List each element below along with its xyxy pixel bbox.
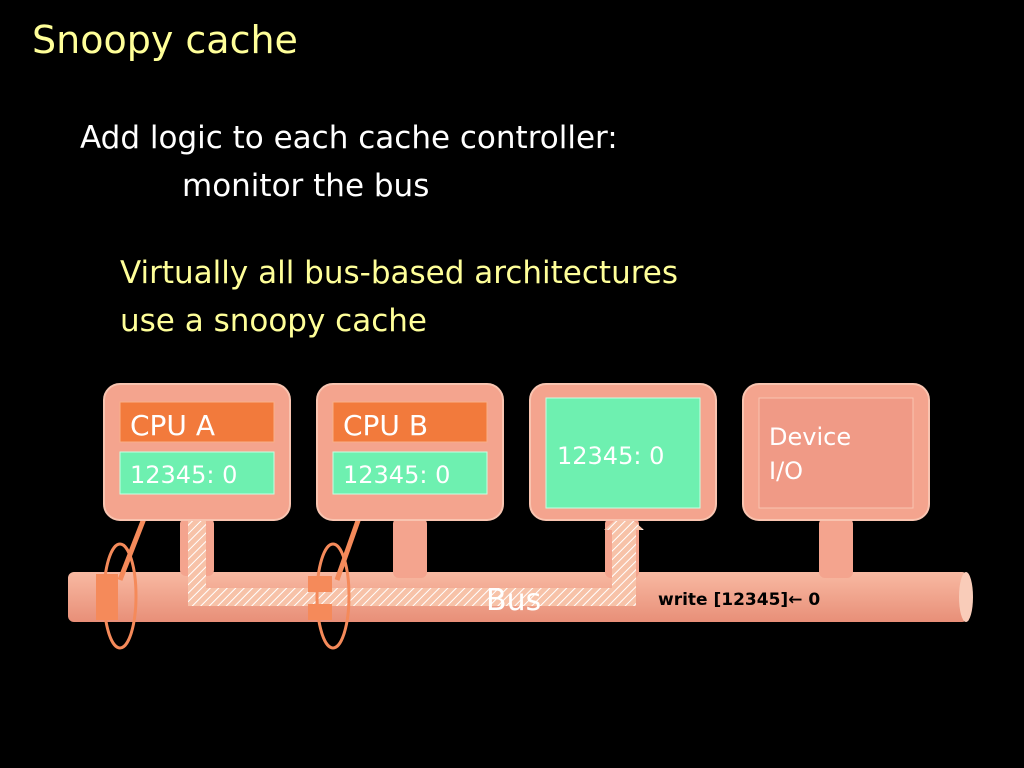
- cpu-a-cache-box: [119, 451, 275, 495]
- cpu-b-snoop-marker-top: [308, 576, 332, 592]
- note-line-1: Virtually all bus-based architectures: [120, 255, 678, 291]
- bullet-line-2: monitor the bus: [182, 168, 430, 204]
- note-line-2: use a snoopy cache: [120, 303, 427, 339]
- cpu-b-cache-value: 12345: 0: [343, 461, 450, 489]
- cpu-a-label-box: [119, 401, 275, 443]
- bus-end-cap: [959, 572, 973, 622]
- cpu-b-node: CPU B 12345: 0: [316, 383, 504, 521]
- cpu-a-snoop-marker: [96, 574, 118, 620]
- cpu-a-cache-value: 12345: 0: [130, 461, 237, 489]
- cpu-b-label-box: [332, 401, 488, 443]
- bus-label: Bus: [486, 583, 541, 618]
- device-box: [758, 397, 914, 509]
- slide-title: Snoopy cache: [32, 18, 298, 62]
- cpu-a-snoop-ring: [102, 542, 138, 650]
- cpu-b-cache-box: [332, 451, 488, 495]
- memory-value: 12345: 0: [557, 442, 664, 470]
- cpu-a-node: CPU A 12345: 0: [103, 383, 291, 521]
- device-label-line-1: Device: [769, 423, 851, 451]
- cpu-b-label: CPU B: [343, 409, 428, 442]
- memory-box: [545, 397, 701, 509]
- cpu-b-bus-connector: [393, 518, 427, 578]
- cpu-a-label: CPU A: [130, 409, 215, 442]
- device-node: Device I/O: [742, 383, 930, 521]
- cpu-b-snoop-ring: [315, 542, 351, 650]
- device-bus-connector: [819, 518, 853, 578]
- write-path-arrow: [188, 497, 644, 606]
- bus-write-label: write [12345]← 0: [658, 590, 820, 610]
- device-label-line-2: I/O: [769, 457, 803, 485]
- memory-node: 12345: 0: [529, 383, 717, 521]
- bullet-line-1: Add logic to each cache controller:: [80, 120, 618, 156]
- cpu-b-snoop-marker-bottom: [308, 604, 332, 620]
